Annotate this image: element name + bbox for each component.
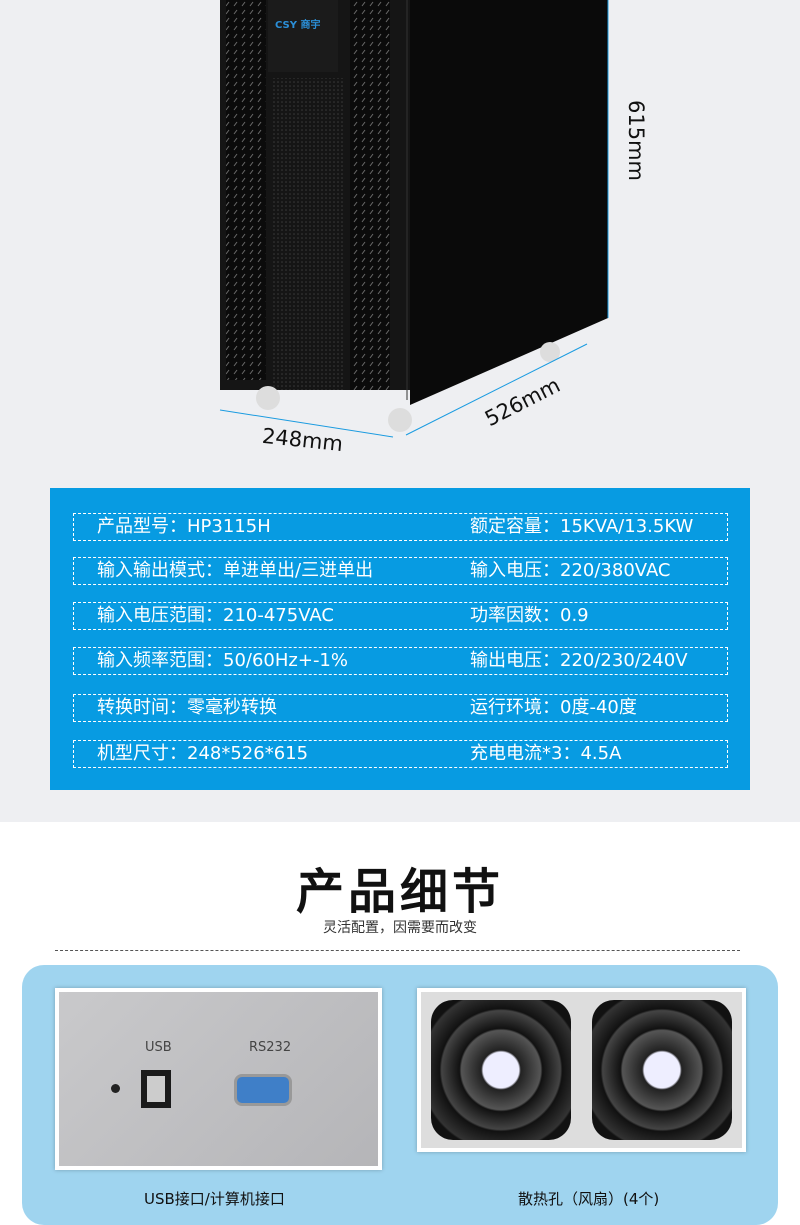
spec-row: 输入频率范围：50/60Hz+-1% 输出电压：220/230/240V: [73, 647, 728, 675]
usb-port-icon: [141, 1070, 171, 1108]
spec-environment: 运行环境：0度-40度: [470, 697, 637, 718]
spec-size: 机型尺寸：248*526*615: [97, 743, 309, 764]
spec-row: 输入电压范围：210-475VAC 功率因数：0.9: [73, 602, 728, 630]
indicator-dot: [111, 1084, 120, 1093]
spec-model: 产品型号：HP3115H: [97, 516, 271, 537]
rs232-label: RS232: [249, 1040, 292, 1055]
spec-power-factor: 功率因数：0.9: [470, 605, 589, 626]
spec-row: 产品型号：HP3115H 额定容量：15KVA/13.5KW: [73, 513, 728, 541]
ups-cabinet-image: [219, 0, 609, 438]
fan-icon: [591, 1000, 732, 1140]
fan-icon: [431, 1000, 572, 1140]
spec-output-voltage: 输出电压：220/230/240V: [470, 650, 688, 671]
section-title: 产品细节: [295, 864, 504, 920]
section-subtitle: 灵活配置，因需要而改变: [323, 920, 477, 936]
spec-io-mode: 输入输出模式：单进单出/三进单出: [97, 560, 374, 581]
spec-table: 产品型号：HP3115H 额定容量：15KVA/13.5KW 输入输出模式：单进单…: [50, 488, 750, 790]
spec-row: 转换时间：零毫秒转换 运行环境：0度-40度: [73, 694, 728, 722]
rs232-port-icon: [234, 1074, 292, 1106]
brand-logo: CSY 商宇: [275, 20, 321, 31]
spec-transfer-time: 转换时间：零毫秒转换: [97, 697, 277, 718]
divider: [55, 950, 740, 951]
spec-row: 机型尺寸：248*526*615 充电电流*3：4.5A: [73, 740, 728, 768]
spec-capacity: 额定容量：15KVA/13.5KW: [470, 516, 694, 537]
ports-caption: USB接口/计算机接口: [144, 1190, 285, 1208]
spec-charge-current: 充电电流*3：4.5A: [470, 743, 622, 764]
usb-label: USB: [145, 1040, 172, 1055]
spec-row: 输入输出模式：单进单出/三进单出 输入电压：220/380VAC: [73, 557, 728, 585]
spec-voltage-range: 输入电压范围：210-475VAC: [97, 605, 334, 626]
fans-caption: 散热孔（风扇）(4个): [518, 1190, 660, 1208]
ports-image: USB RS232: [55, 988, 382, 1170]
spec-input-voltage: 输入电压：220/380VAC: [470, 560, 671, 581]
spec-frequency: 输入频率范围：50/60Hz+-1%: [97, 650, 348, 671]
fans-image: [417, 988, 746, 1152]
height-dimension: 615mm: [624, 100, 648, 181]
